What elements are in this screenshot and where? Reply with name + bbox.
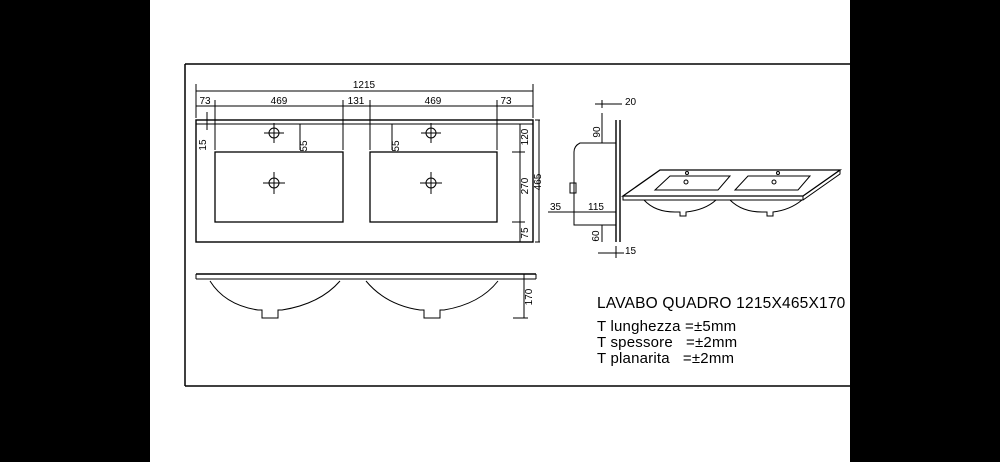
dim-overall-width: 1215 (353, 80, 376, 91)
iso-tap-left (685, 171, 689, 175)
dim-side-bowl: 115 (588, 202, 604, 213)
dim-side-bottom: 35 (550, 202, 562, 213)
dim-seg-2: 469 (271, 96, 288, 107)
technical-drawing: 1215 73 469 131 469 73 15 55 55 120 270 … (184, 63, 850, 387)
dim-tap-offset: 15 (198, 139, 209, 151)
dim-tap-bowl-left: 55 (299, 140, 310, 152)
iso-bowl-right (733, 175, 812, 191)
tap-hole-left (264, 123, 284, 143)
iso-bowl-left (653, 175, 732, 191)
tap-hole-right (421, 123, 441, 143)
drain-left (263, 172, 285, 194)
dim-height: 170 (524, 288, 535, 305)
dim-side-top: 20 (625, 97, 637, 108)
dim-side-front: 15 (625, 246, 637, 257)
bowl-profile-right (365, 280, 499, 319)
front-view: 170 (195, 273, 537, 319)
iso-under-right (729, 199, 803, 217)
drawing-sheet: 1215 73 469 131 469 73 15 55 55 120 270 … (150, 0, 850, 462)
side-bowl-profile (573, 142, 616, 226)
bowl-left (214, 151, 344, 223)
bowl-right (369, 151, 498, 223)
tolerance-thickness: T spessore =±2mm (597, 334, 738, 351)
dim-depth-bowl: 270 (520, 177, 531, 194)
drain-right (420, 172, 442, 194)
dim-seg-3: 131 (348, 96, 365, 107)
dim-side-drop: 90 (592, 126, 603, 138)
tolerance-length: T lunghezza =±5mm (597, 318, 737, 335)
iso-drain-right (771, 179, 777, 185)
basin-outline (195, 119, 534, 243)
iso-tap-right (776, 171, 780, 175)
tolerance-flatness: T planarita =±2mm (597, 350, 735, 367)
top-view: 1215 73 469 131 469 73 15 55 55 120 270 … (195, 80, 544, 243)
iso-top-face (620, 169, 843, 197)
dim-seg-1: 73 (199, 96, 211, 107)
iso-under-left (643, 199, 717, 217)
side-drain (569, 182, 577, 194)
product-title: LAVABO QUADRO 1215X465X170 (597, 295, 846, 312)
dim-depth-back: 120 (520, 128, 531, 145)
dim-seg-5: 73 (500, 96, 512, 107)
dim-seg-4: 469 (425, 96, 442, 107)
dim-tap-bowl-right: 55 (391, 140, 402, 152)
bowl-profile-left (209, 280, 341, 319)
iso-drain-left (683, 179, 689, 185)
dim-depth-total: 465 (533, 173, 544, 190)
dim-side-lip: 60 (591, 230, 602, 242)
side-view: 20 90 35 115 60 15 (548, 97, 637, 258)
perspective-view (620, 169, 843, 217)
dim-depth-front: 75 (520, 227, 531, 239)
